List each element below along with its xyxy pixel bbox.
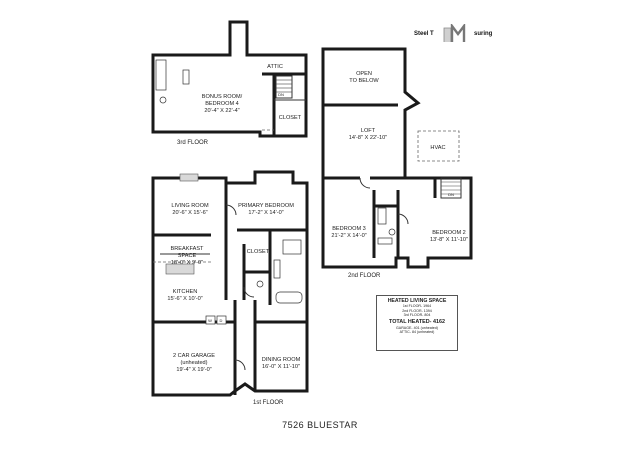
bonus-room-name-2: BEDROOM 4 xyxy=(205,101,239,107)
third-floor-stairs xyxy=(275,75,293,99)
living-room-dims: 20'-6" X 15'-6" xyxy=(172,210,207,216)
primary-vanity xyxy=(273,259,281,279)
garage-note: (unheated) xyxy=(180,360,207,366)
third-dn-label: DN xyxy=(278,92,284,97)
washer-label: W xyxy=(208,318,212,323)
door-swing-bed2 xyxy=(397,213,409,225)
garage-name: 2 CAR GARAGE xyxy=(173,353,215,359)
bonus-room-dims: 20'-4" X 22'-4" xyxy=(204,108,239,114)
hvac-label: HVAC xyxy=(430,145,445,151)
summary-attic: ATTIC- 84 (unheated) xyxy=(399,330,435,334)
second-toilet xyxy=(388,228,396,236)
fireplace-icon xyxy=(179,173,199,182)
kitchen-island xyxy=(165,263,195,275)
door-swing-garage xyxy=(234,359,246,371)
brand-name: Steel T xyxy=(414,31,434,37)
open-to-below-name: OPEN xyxy=(356,71,372,77)
brand-suffix: suring xyxy=(474,31,493,37)
heated-space-summary: HEATED LIVING SPACE 1st FLOOR- 1964 2nd … xyxy=(376,295,458,351)
bedroom2-name: BEDROOM 2 xyxy=(432,230,466,236)
summary-second-floor: 2nd FLOOR- 1394 xyxy=(402,309,432,313)
summary-first-floor: 1st FLOOR- 1964 xyxy=(402,304,432,308)
third-closet-label: CLOSET xyxy=(279,115,302,121)
summary-garage: GARAGE- 401 (unheated) xyxy=(396,326,438,330)
second-floor-plan: OPEN TO BELOW LOFT 14'-8" X 22'-10" HVAC… xyxy=(321,47,473,279)
bathtub-3rd xyxy=(155,59,167,91)
primary-tub xyxy=(275,291,303,304)
living-room-name: LIVING ROOM xyxy=(171,203,209,209)
kitchen-dims: 15'-6" X 10'-0" xyxy=(167,296,202,302)
washer xyxy=(205,315,216,325)
bonus-room-name: BONUS ROOM/ xyxy=(202,94,243,100)
loft-dims: 14'-8" X 22'-10" xyxy=(349,135,387,141)
dining-room-dims: 16'-0" X 11'-10" xyxy=(262,364,300,370)
property-title: 7526 BLUESTAR xyxy=(282,420,358,430)
brand-logo: Steel T suring xyxy=(414,24,504,46)
breakfast-name: BREAKFAST xyxy=(171,246,205,252)
second-floor-label: 2nd FLOOR xyxy=(348,273,381,279)
hvac-area xyxy=(417,130,460,162)
first-floor-label: 1st FLOOR xyxy=(253,400,284,406)
second-dn-label: DN xyxy=(448,192,454,197)
second-tub xyxy=(377,207,387,225)
third-floor-label: 3rd FLOOR xyxy=(177,140,209,146)
first-floor-outline xyxy=(151,170,309,397)
garage-dims: 19'-4" X 19'-0" xyxy=(176,367,211,373)
loft-name: LOFT xyxy=(361,128,376,134)
toilet-3rd xyxy=(159,96,167,104)
brand-mark-icon xyxy=(443,24,466,42)
open-to-below-name-2: TO BELOW xyxy=(349,78,379,84)
second-floor-outline xyxy=(321,47,473,269)
bedroom2-dims: 13'-8" X 11'-10" xyxy=(430,237,468,243)
dryer-label: D xyxy=(220,318,223,323)
third-floor-outline xyxy=(151,20,308,138)
dining-room-name: DINING ROOM xyxy=(262,357,301,363)
bedroom3-name: BEDROOM 3 xyxy=(332,226,366,232)
kitchen-name: KITCHEN xyxy=(173,289,198,295)
second-vanity xyxy=(377,237,393,245)
breakfast-dims: 18'-0" X 9'-0" xyxy=(171,260,203,266)
dryer xyxy=(216,315,227,325)
second-floor-stairs xyxy=(440,177,462,199)
summary-total: TOTAL HEATED- 4162 xyxy=(389,319,445,325)
first-floor-plan: LIVING ROOM 20'-6" X 15'-6" PRIMARY BEDR… xyxy=(151,170,309,406)
attic-label: ATTIC xyxy=(267,64,283,70)
primary-shower xyxy=(282,239,302,255)
first-closet-label: CLOSET xyxy=(247,249,270,255)
summary-third-floor: 3rd FLOOR- 804 xyxy=(403,313,431,317)
vanity-3rd xyxy=(182,69,190,85)
door-swing-primary xyxy=(225,204,237,216)
summary-heading: HEATED LIVING SPACE xyxy=(387,298,447,304)
third-floor-plan: BONUS ROOM/ BEDROOM 4 20'-4" X 22'-4" AT… xyxy=(151,20,308,146)
primary-bedroom-dims: 17'-2" X 14'-0" xyxy=(248,210,283,216)
first-toilet xyxy=(256,280,264,288)
primary-bedroom-name: PRIMARY BEDROOM xyxy=(238,203,294,209)
door-swing-loft xyxy=(359,177,371,189)
bedroom3-dims: 21'-2" X 14'-0" xyxy=(331,233,366,239)
breakfast-name-2: SPACE xyxy=(178,253,197,259)
door-swing-closet xyxy=(243,286,255,298)
